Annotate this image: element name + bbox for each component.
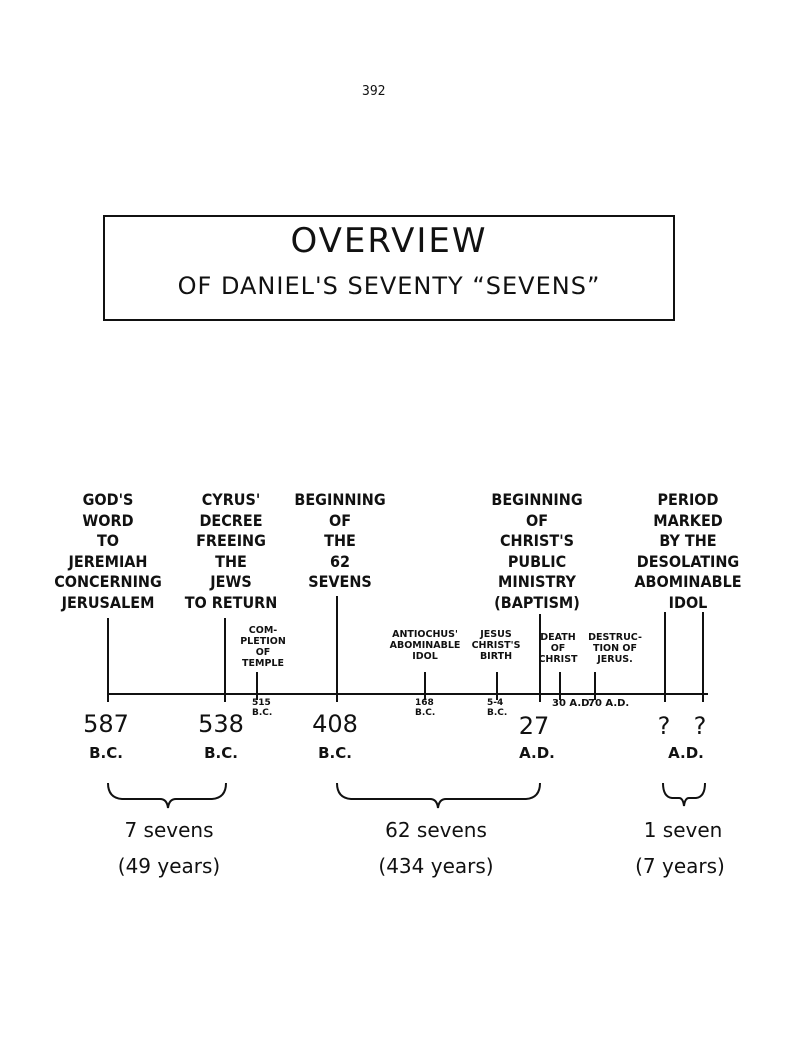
title-overview: OVERVIEW [290,221,488,261]
date-27: 27 [518,712,550,740]
brace-7-sevens [107,782,227,809]
date-30: 30 A.D. [552,698,594,709]
period-7-sevens: 7 sevens [124,818,214,842]
period-434-years: (434 years) [378,854,494,878]
era-27: A.D. [519,744,555,762]
title-box: OVERVIEW OF DANIEL'S SEVENTY “SEVENS” [103,215,675,321]
date-587: 587 [83,710,129,738]
date-unknown-start: ? [657,712,671,740]
event-beginning-62-sevens: BEGINNING OF THE 62 SEVENS [294,490,386,591]
date-515: 515 B.C. [252,698,273,718]
era-408: B.C. [318,744,352,762]
event-desolating-idol: PERIOD MARKED BY THE DESOLATING ABOMINAB… [634,490,742,612]
date-408: 408 [312,710,358,738]
era-587: B.C. [89,744,123,762]
date-unknown-end: ? [693,712,707,740]
event-cyrus-decree: CYRUS' DECREE FREEING THE JEWS TO RETURN [184,490,278,612]
period-1-seven: 1 seven [643,818,723,842]
era-538: B.C. [204,744,238,762]
event-christ-birth: JESUS CHRIST'S BIRTH [471,629,521,662]
event-gods-word: GOD'S WORD TO JEREMIAH CONCERNING JERUSA… [54,490,162,612]
title-subtitle: OF DANIEL'S SEVENTY “SEVENS” [177,272,601,300]
period-49-years: (49 years) [117,854,221,878]
era-unknown: A.D. [668,744,704,762]
event-christ-death: DEATH OF CHRIST [538,632,578,665]
period-7-years: (7 years) [635,854,725,878]
date-5-4: 5-4 B.C. [487,698,508,718]
event-completion-temple: COM- PLETION OF TEMPLE [240,625,286,669]
period-62-sevens: 62 sevens [385,818,487,842]
page-number: 392 [362,84,386,99]
date-70: 70 A.D. [588,698,630,709]
date-168: 168 B.C. [415,698,436,718]
date-538: 538 [198,710,244,738]
event-antiochus-idol: ANTIOCHUS' ABOMINABLE IDOL [389,629,461,662]
event-jerusalem-destruction: DESTRUC- TION OF JERUS. [588,632,642,665]
brace-1-seven [662,782,706,807]
brace-62-sevens [336,782,541,809]
event-christ-ministry: BEGINNING OF CHRIST'S PUBLIC MINISTRY (B… [491,490,583,612]
